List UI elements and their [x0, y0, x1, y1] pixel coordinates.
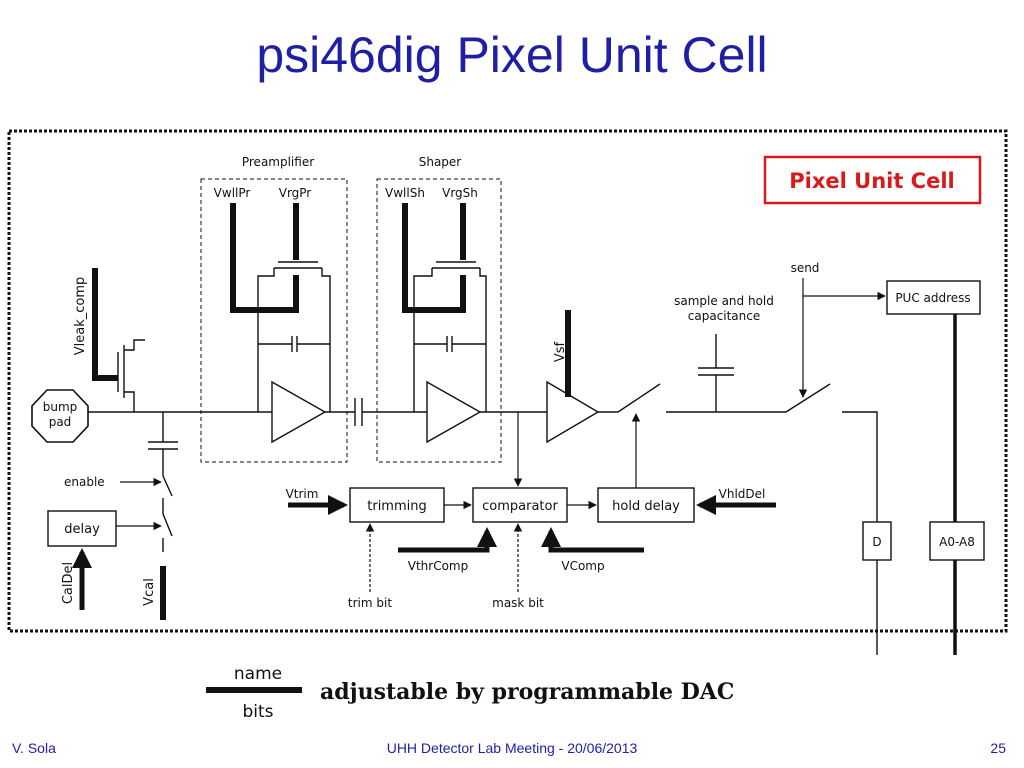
preamplifier-title: Preamplifier [242, 155, 314, 169]
footer-page-number: 25 [990, 740, 1006, 756]
a0a8-label: A0-A8 [939, 535, 975, 549]
vleak-dac-line [92, 268, 118, 381]
vsf-label: Vsf [553, 341, 568, 362]
bump-pad-label-line1: bump [43, 400, 78, 414]
d-block [862, 521, 892, 561]
vwllpr-dac-line [230, 203, 299, 313]
legend-description: adjustable by programmable DAC [320, 679, 734, 705]
slide-title: psi46dig Pixel Unit Cell [256, 27, 768, 83]
vthrcomp-dac-line [398, 527, 497, 553]
bump-pad-label-line2: pad [49, 415, 72, 429]
a0a8-block [929, 521, 985, 561]
legend-bits-label: bits [242, 702, 273, 722]
sample-hold-label-line1: sample and hold [674, 294, 774, 308]
d-label: D [872, 535, 881, 549]
vrgpr-label: VrgPr [279, 186, 312, 200]
sample-hold-label-line2: capacitance [688, 309, 761, 323]
cell-frame [7, 129, 1008, 633]
preamp-amplifier [271, 380, 327, 444]
signal-path [88, 383, 878, 522]
vtrim-label: Vtrim [286, 487, 319, 501]
bump-pad [31, 389, 89, 443]
preamplifier-box [200, 178, 348, 463]
vcomp-label: VComp [561, 559, 604, 573]
preamp-feedback-transistor [257, 261, 331, 412]
badge-label: Pixel Unit Cell [789, 169, 955, 193]
hold-delay-label: hold delay [612, 499, 680, 514]
vleak-transistor [117, 339, 145, 412]
delay-block [47, 510, 117, 547]
comparator-label: comparator [482, 499, 558, 514]
shaper-amplifier [426, 380, 482, 444]
vcomp-dac-line [541, 527, 644, 553]
vwllpr-label: VwllPr [214, 186, 251, 200]
enable-label: enable [64, 475, 105, 489]
legend-name-label: name [234, 664, 282, 684]
injection-circuit [148, 412, 178, 552]
footer-author: V. Sola [12, 740, 56, 756]
pixel-unit-cell-badge [763, 155, 982, 205]
hold-delay-block [597, 487, 695, 523]
puc-address-label: PUC address [895, 291, 970, 305]
shaper-feedback-transistor [413, 261, 487, 412]
vthrcomp-label: VthrComp [408, 559, 468, 573]
shaper-box [376, 178, 502, 463]
vcal-label: Vcal [142, 578, 157, 606]
send-label: send [791, 261, 820, 275]
trimming-label: trimming [367, 499, 426, 514]
vrgsh-label: VrgSh [442, 186, 478, 200]
vhlddel-label: VhldDel [719, 487, 766, 501]
trim-bit-label: trim bit [348, 596, 392, 610]
shaper-title: Shaper [419, 155, 462, 169]
vleak-comp-label: Vleak_comp [73, 277, 88, 356]
sample-hold-capacitor [698, 334, 734, 412]
trimming-block [349, 487, 445, 523]
puc-address-block [886, 280, 981, 315]
delay-label: delay [64, 522, 100, 537]
vwllsh-dac-line [402, 203, 466, 313]
mask-bit-label: mask bit [492, 596, 544, 610]
footer-event: UHH Detector Lab Meeting - 20/06/2013 [386, 740, 638, 756]
source-follower-amplifier [546, 380, 600, 444]
legend: name bits adjustable by programmable DAC [206, 664, 734, 722]
vwllsh-label: VwllSh [385, 186, 425, 200]
caldel-label: CalDel [61, 562, 76, 604]
